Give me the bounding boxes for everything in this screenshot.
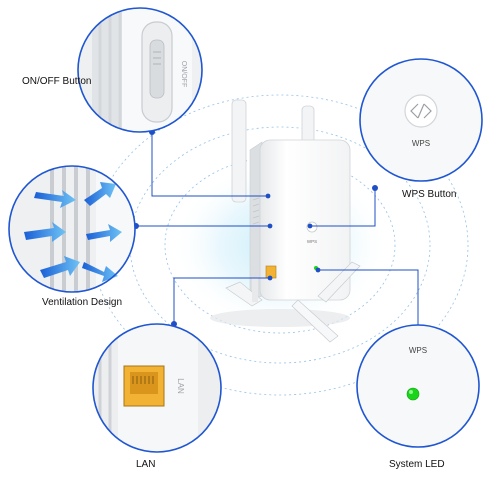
zoom-wps-button: WPS: [359, 58, 483, 182]
lan-port-text: LAN: [176, 378, 185, 394]
wps-zoom-bottom-label: WPS: [409, 346, 427, 355]
background-rings: [91, 94, 469, 396]
wps-body-label: WPS: [307, 239, 317, 244]
lan-label: LAN: [136, 459, 156, 470]
wps-button-label: WPS Button: [402, 189, 457, 200]
led-icon: [406, 387, 420, 401]
wps-icon: [410, 103, 432, 119]
onoff-switch-text: ON/OFF: [180, 61, 187, 87]
antenna-left: [231, 99, 247, 203]
zoom-system-led: WPS: [356, 324, 480, 448]
system-led-label: System LED: [389, 459, 445, 470]
zoom-lan-port: LAN: [92, 323, 222, 453]
zoom-onoff-switch: ON/OFF: [77, 7, 203, 133]
airflow-arrows: [24, 182, 122, 282]
wps-zoom-top-label: WPS: [412, 139, 430, 148]
callout-lines: [136, 132, 419, 328]
router-device: WPS: [210, 99, 361, 343]
ventilation-design-label: Ventilation Design: [42, 297, 123, 308]
zoom-ventilation: [8, 165, 136, 293]
onoff-button-label: ON/OFF Button: [22, 76, 92, 87]
